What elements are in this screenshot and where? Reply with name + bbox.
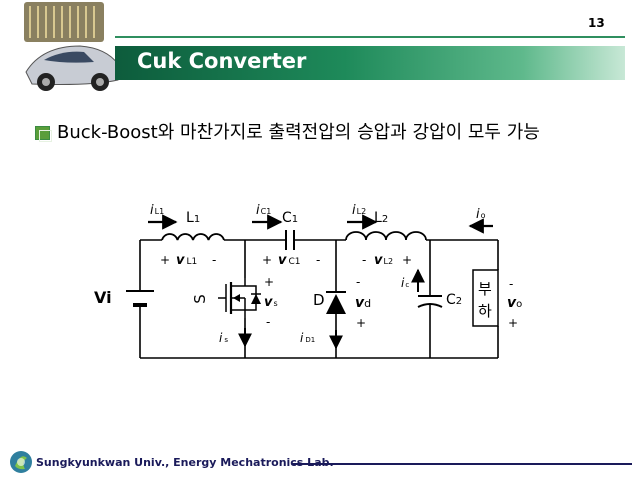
capacitor-c1 xyxy=(285,230,295,250)
label-vl1-minus: - xyxy=(212,253,216,267)
label-vs-plus: + xyxy=(264,275,274,289)
footer-lab-name: Sungkyunkwan Univ., Energy Mechatronics … xyxy=(36,456,334,469)
university-logo-icon xyxy=(10,451,32,473)
label-vd-minus: - xyxy=(356,275,360,289)
inductor-l2 xyxy=(345,231,427,241)
label-d: D xyxy=(313,291,325,309)
capacitor-c2 xyxy=(417,295,443,308)
bullet-icon xyxy=(35,126,52,142)
label-vs-minus: - xyxy=(266,315,270,329)
bullet-text: Buck-Boost와 마찬가지로 출력전압의 승압과 강압이 모두 가능 xyxy=(57,122,540,143)
label-vl1-plus: + xyxy=(160,253,170,267)
label-io: io xyxy=(476,207,486,222)
source-vi xyxy=(126,290,154,307)
inductor-l1 xyxy=(161,233,225,241)
label-load-top: 부 xyxy=(478,280,492,298)
car-window xyxy=(44,51,94,63)
load-box xyxy=(472,269,499,327)
label-il2: iL2 xyxy=(352,203,366,218)
label-vl2-plus: + xyxy=(402,253,412,267)
mosfet-body-diode xyxy=(251,294,261,304)
label-c1: C1 xyxy=(282,210,298,226)
label-vd-plus: + xyxy=(356,316,366,330)
label-vc1-minus: - xyxy=(316,253,320,267)
label-s: S xyxy=(191,294,209,304)
label-vo-minus: - xyxy=(509,277,513,291)
battery-pack xyxy=(24,2,104,42)
label-vi: Vi xyxy=(94,288,112,307)
diode-d xyxy=(326,291,346,314)
label-vo: vo xyxy=(507,295,522,311)
circuit-wires xyxy=(139,239,499,359)
label-ic: ic xyxy=(401,276,409,290)
label-l1: L1 xyxy=(186,210,200,226)
slide-title: Cuk Converter xyxy=(137,49,307,73)
label-ic1: iC1 xyxy=(256,203,271,218)
mosfet-gate-arrow xyxy=(233,294,240,302)
label-vl2-minus: - xyxy=(362,253,366,267)
label-vl2: vL2 xyxy=(374,253,393,268)
label-vc1-plus: + xyxy=(262,253,272,267)
page-number: 13 xyxy=(588,16,605,30)
label-vd: vd xyxy=(355,295,371,311)
label-c2: C2 xyxy=(446,292,462,308)
label-load-bottom: 하 xyxy=(478,302,492,320)
label-vo-plus: + xyxy=(508,316,518,330)
header-rule xyxy=(115,36,625,38)
label-vs: vs xyxy=(264,295,278,310)
car-battery-graphic xyxy=(24,2,119,91)
label-l2: L2 xyxy=(374,210,388,226)
label-il1: iL1 xyxy=(150,203,164,218)
title-band xyxy=(115,46,625,80)
footer-rule xyxy=(292,463,632,465)
